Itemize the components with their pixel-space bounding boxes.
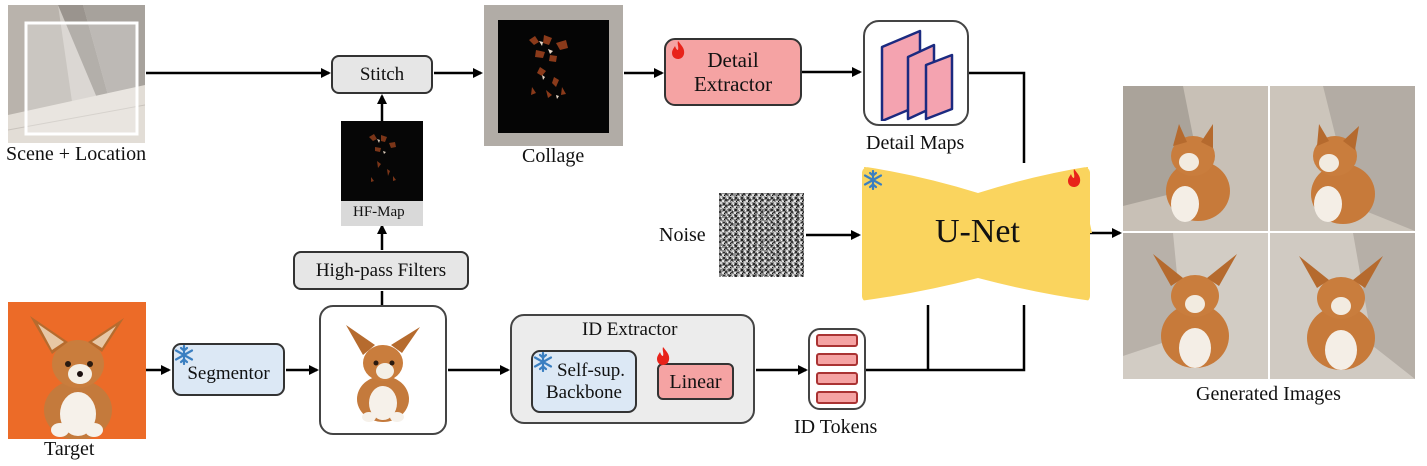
backbone-line1: Self-sup. — [556, 359, 626, 381]
stacked-maps-glyph — [880, 29, 954, 121]
generated-images-grid — [1123, 86, 1415, 379]
scene-photo — [8, 5, 145, 143]
detail-extractor-line1: Detail — [707, 48, 759, 72]
token-bar — [816, 391, 858, 404]
target-image — [8, 302, 146, 439]
token-bar — [816, 372, 858, 385]
scene-image — [8, 5, 145, 143]
generated-images-label: Generated Images — [1196, 383, 1341, 405]
generated-image-2 — [1270, 86, 1415, 231]
detail-extractor-line2: Extractor — [693, 72, 773, 96]
target-photo — [8, 302, 146, 439]
hf-map-label-bg — [341, 201, 423, 226]
segmented-dog — [346, 325, 420, 422]
id-tokens-label: ID Tokens — [794, 416, 878, 438]
backbone-box: Self-sup. Backbone — [531, 350, 637, 413]
snowflake-icon — [174, 344, 194, 370]
high-pass-filters-box: High-pass Filters — [293, 251, 469, 290]
id-extractor-label: ID Extractor — [582, 319, 678, 340]
linear-box: Linear — [657, 363, 734, 400]
generated-image-4 — [1270, 233, 1415, 379]
segmentor-box: Segmentor — [172, 343, 285, 396]
fire-icon — [655, 346, 671, 371]
noise-label: Noise — [659, 224, 706, 246]
noise-image — [719, 193, 804, 277]
snowflake-icon — [863, 169, 883, 195]
detail-extractor-box: Detail Extractor — [664, 38, 802, 106]
hf-map-label: HF-Map — [353, 204, 405, 220]
collage-photo — [484, 5, 623, 146]
unet-label: U-Net — [935, 213, 1020, 250]
scene-location-label: Scene + Location — [6, 143, 147, 165]
unet-mask — [860, 163, 1092, 305]
arrow-maps-to-unet — [968, 71, 1029, 180]
detail-maps-icon — [863, 20, 969, 126]
noise-pattern — [719, 193, 804, 277]
arrow-tokens-to-unet — [866, 292, 1029, 372]
fire-icon — [1066, 168, 1082, 193]
fire-icon — [670, 40, 686, 65]
hf-map-photo — [341, 121, 423, 201]
detail-maps-label: Detail Maps — [866, 132, 965, 154]
hf-map-image — [341, 121, 423, 201]
token-bar — [816, 353, 858, 366]
generated-image-3 — [1123, 233, 1268, 379]
collage-image — [484, 5, 623, 146]
collage-label: Collage — [522, 145, 585, 167]
generated-dogs — [1123, 86, 1415, 379]
id-tokens-icon — [808, 328, 866, 410]
token-bar — [816, 334, 858, 347]
generated-image-1 — [1123, 86, 1268, 231]
target-label: Target — [44, 438, 95, 460]
segmented-target-box — [319, 305, 447, 435]
stitch-box: Stitch — [331, 55, 433, 94]
snowflake-icon — [533, 351, 553, 377]
backbone-line2: Backbone — [546, 381, 622, 403]
